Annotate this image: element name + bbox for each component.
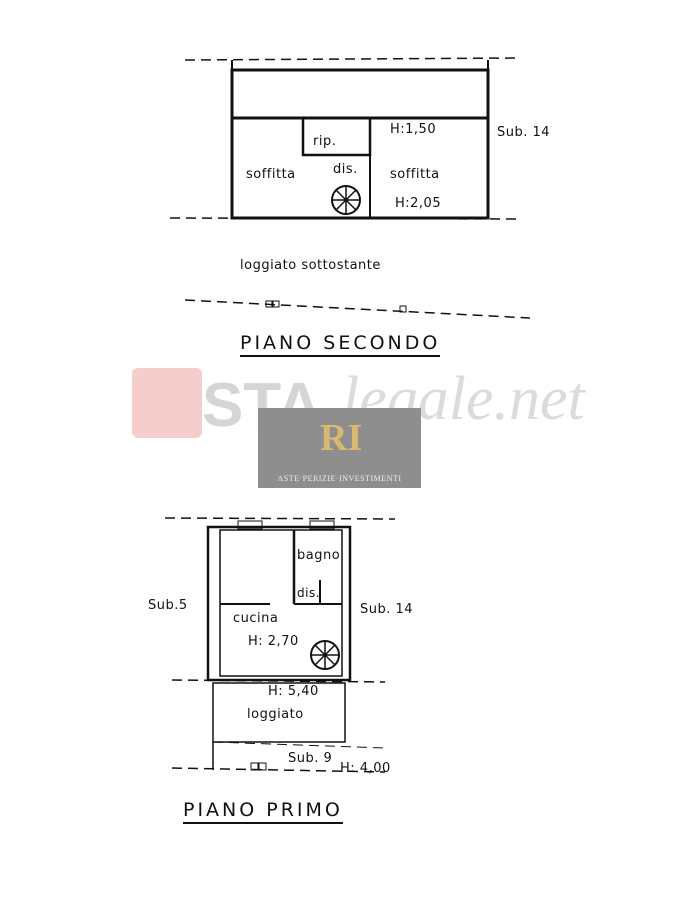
label-dis-bottom: dis. xyxy=(297,586,321,600)
label-sub9: Sub. 9 xyxy=(288,751,333,766)
title-piano-primo: PIANO PRIMO xyxy=(183,799,343,824)
label-loggiato: loggiato xyxy=(247,707,304,722)
watermark-tagline: ASTE·PERIZIE·INVESTIMENTI xyxy=(277,474,402,483)
label-h270: H: 2,70 xyxy=(248,634,299,649)
label-sub14-bottom: Sub. 14 xyxy=(360,602,414,617)
label-h400: H: 4,00 xyxy=(340,761,391,776)
label-cucina: cucina xyxy=(233,611,279,626)
plan-piano-secondo xyxy=(169,57,531,319)
label-sub14-top: Sub. 14 xyxy=(497,125,551,140)
label-sub5: Sub.5 xyxy=(148,598,188,613)
watermark-ri-logo: RI ASTE·PERIZIE·INVESTIMENTI xyxy=(258,408,421,488)
label-h205: H:2,05 xyxy=(395,196,442,211)
label-dis-top: dis. xyxy=(333,162,358,177)
ri-logo-icon: RI xyxy=(320,417,363,459)
label-loggiato-sottostante: loggiato sottostante xyxy=(240,258,381,273)
label-soffitta-right: soffitta xyxy=(390,167,440,182)
label-h150: H:1,50 xyxy=(390,122,437,137)
label-soffitta-left: soffitta xyxy=(246,167,296,182)
label-rip: rip. xyxy=(313,134,337,149)
plan-piano-primo xyxy=(164,517,396,773)
title-piano-secondo: PIANO SECONDO xyxy=(240,332,441,357)
label-h540: H: 5,40 xyxy=(268,684,319,699)
label-bagno: bagno xyxy=(297,548,341,563)
asta-logo-icon xyxy=(132,368,202,438)
